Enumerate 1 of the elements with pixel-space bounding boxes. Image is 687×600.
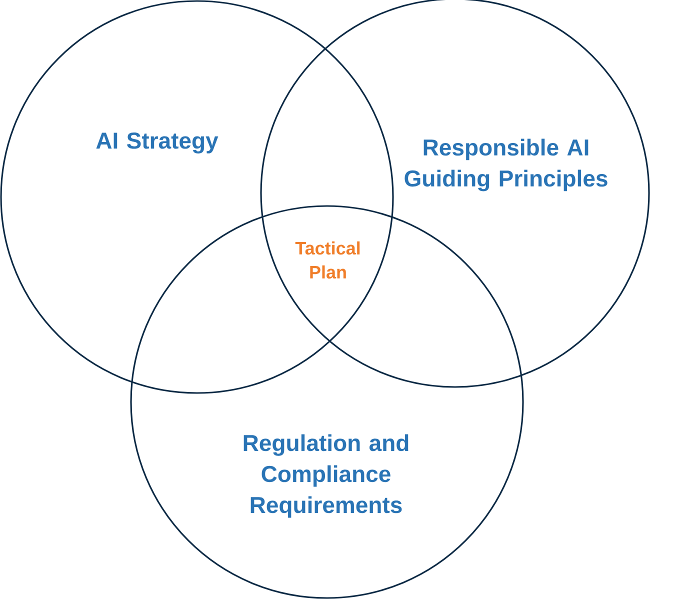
overlap-label: Tactical Plan	[295, 241, 360, 279]
